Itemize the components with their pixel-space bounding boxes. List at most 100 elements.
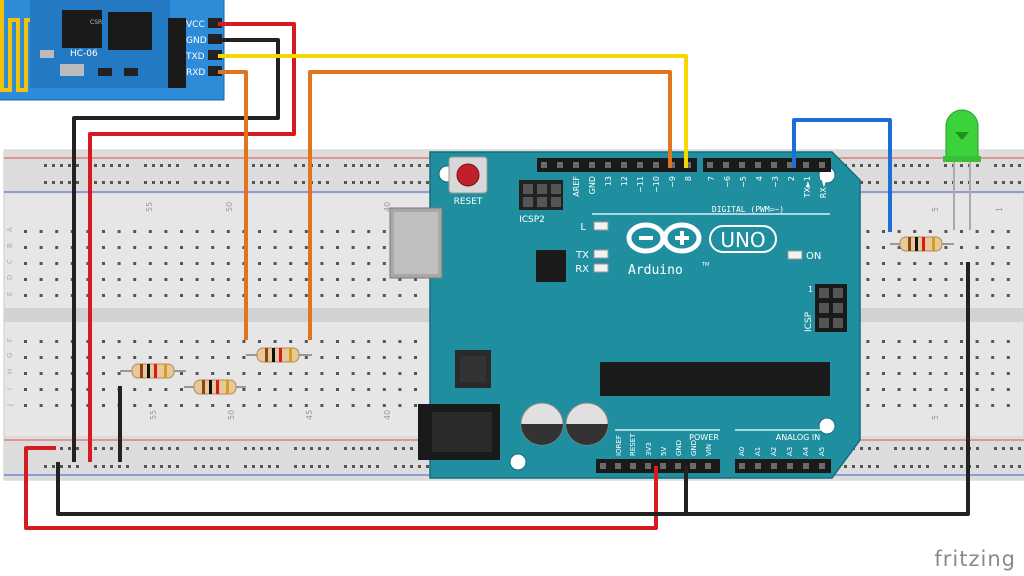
rail-hole [118, 164, 121, 167]
breadboard-hole [382, 340, 386, 343]
rail-hole [326, 181, 329, 184]
rail-hole [352, 164, 355, 167]
breadboard-hole [180, 388, 183, 391]
breadboard-hole [913, 356, 917, 359]
rail-hole [426, 164, 429, 167]
breadboard-hole [195, 246, 199, 249]
rail-hole [926, 465, 929, 468]
hc06-label: HC-06 [70, 49, 98, 59]
breadboard-hole [866, 340, 870, 343]
header-socket [660, 463, 666, 469]
rail-hole [144, 465, 147, 468]
rail-hole [352, 181, 355, 184]
hc06-pin-txd: TXD [185, 52, 205, 62]
rail-hole [276, 164, 279, 167]
breadboard-hole [289, 246, 293, 249]
breadboard-hole [242, 294, 246, 297]
resistor[interactable] [890, 236, 954, 252]
breadboard-hole [320, 246, 324, 249]
rail-hole [68, 465, 71, 468]
breadboard-hole [24, 356, 27, 359]
resistor[interactable] [184, 379, 246, 395]
rail-hole [318, 181, 321, 184]
breadboard-hole [180, 278, 183, 281]
breadboard-hole [913, 372, 917, 375]
breadboard-hole [882, 230, 885, 233]
wire-red-5v[interactable] [24, 446, 658, 530]
breadboard-hole [258, 388, 261, 391]
rail-hole [918, 465, 921, 468]
breadboard-hole [367, 340, 371, 343]
wire-orange-rxd-b[interactable] [308, 70, 672, 340]
pin-label: A0 [738, 447, 746, 456]
hc06-pin-header [208, 18, 222, 76]
resistor[interactable] [120, 363, 186, 379]
breadboard-hole [382, 230, 386, 233]
breadboard-hole [367, 356, 371, 359]
breadboard-hole [180, 404, 183, 407]
breadboard-hole [55, 404, 59, 407]
rail-hole [302, 181, 305, 184]
row-letter: D [6, 275, 14, 280]
breadboard-hole [897, 356, 901, 359]
breadboard-hole [382, 278, 386, 281]
rail-hole [68, 181, 71, 184]
rail-hole [910, 181, 913, 184]
header-socket [690, 463, 696, 469]
breadboard-hole [273, 404, 277, 407]
breadboard-hole [991, 404, 995, 407]
rail-hole [868, 164, 871, 167]
breadboard-hole [24, 294, 27, 297]
breadboard-hole [913, 340, 917, 343]
wire-blue-led[interactable] [792, 118, 892, 232]
rail-hole [152, 465, 155, 468]
rail-hole [360, 447, 363, 450]
breadboard-hole [398, 372, 402, 375]
wire-red-vcc[interactable] [88, 22, 296, 462]
wire-black-gnd[interactable] [72, 38, 280, 462]
wire-yellow-txd[interactable] [218, 54, 688, 168]
breadboard-hole [148, 294, 152, 297]
breadboard-hole [866, 278, 870, 281]
pin-label: A3 [786, 447, 794, 456]
breadboard-hole [148, 356, 152, 359]
breadboard-hole [258, 262, 261, 265]
breadboard-hole [991, 388, 995, 391]
rail-hole [176, 447, 179, 450]
rail-hole [52, 164, 55, 167]
pin-label: RESET [629, 433, 637, 456]
breadboard-hole [211, 294, 215, 297]
breadboard-hole [148, 404, 152, 407]
wire-black-led[interactable] [686, 262, 970, 516]
breadboard-hole [866, 372, 870, 375]
breadboard-hole [164, 278, 168, 281]
wire-orange-rxd-a[interactable] [218, 70, 248, 340]
rail-hole [44, 164, 47, 167]
wire-black-gnd-bottom[interactable] [56, 462, 688, 516]
breadboard-hole [289, 404, 293, 407]
breadboard-hole [133, 388, 137, 391]
resistor[interactable] [246, 347, 312, 363]
green-led[interactable] [943, 109, 981, 230]
rail-hole [194, 465, 197, 468]
breadboard-hole [226, 294, 230, 297]
breadboard-hole [211, 356, 215, 359]
breadboard-hole [1006, 230, 1010, 233]
breadboard-hole [320, 340, 324, 343]
rail-hole [410, 164, 413, 167]
breadboard-hole [133, 230, 137, 233]
breadboard-hole [382, 294, 386, 297]
row-letters-top: A B C D E [6, 227, 14, 296]
rail-hole [326, 447, 329, 450]
rail-hole [202, 447, 205, 450]
reset-button[interactable] [448, 156, 488, 194]
rail-hole [318, 164, 321, 167]
pin-label: IOREF [615, 435, 623, 456]
breadboard-hole [882, 340, 885, 343]
rail-hole [326, 465, 329, 468]
breadboard-hole [86, 294, 90, 297]
breadboard-hole [39, 340, 43, 343]
rail-hole [1018, 181, 1021, 184]
column-number: 5 [931, 415, 940, 420]
breadboard-hole [102, 278, 105, 281]
